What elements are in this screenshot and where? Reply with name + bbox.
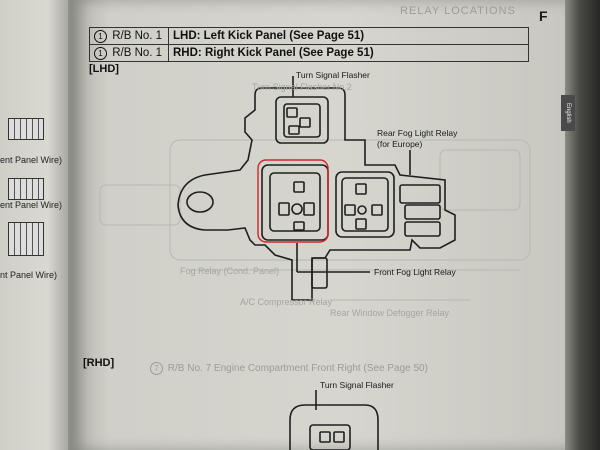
language-tab: English (561, 95, 575, 131)
rhd-turn-signal-flasher-label: Turn Signal Flasher (320, 380, 394, 390)
rhd-ghost-line: 7 R/B No. 7 Engine Compartment Front Rig… (150, 362, 428, 375)
ghost-text: Rear Window Defogger Relay (330, 308, 450, 318)
relay-block-location: LHD: Left Kick Panel (See Page 51) (168, 27, 529, 45)
left-fragment-2: ent Panel Wire) (0, 200, 63, 210)
circled-number: 1 (94, 46, 107, 60)
left-fragment-3: nt Panel Wire) (0, 270, 58, 280)
highlight-marker (257, 159, 329, 243)
rear-fog-light-relay-label: Rear Fog Light Relay (377, 128, 458, 138)
rhd-heading: [RHD] (83, 357, 115, 369)
relay-location-table: 1 R/B No. 1 LHD: Left Kick Panel (See Pa… (89, 27, 529, 62)
turn-signal-flasher-label: Turn Signal Flasher (296, 70, 370, 80)
left-page: ent Panel Wire) ent Panel Wire) nt Panel… (0, 0, 68, 450)
connector-figure (8, 222, 44, 256)
section-letter: F (539, 8, 548, 24)
table-row: 1 R/B No. 1 RHD: Right Kick Panel (See P… (89, 44, 529, 62)
left-fragment-1: ent Panel Wire) (0, 155, 63, 165)
rear-fog-light-relay-note: (for Europe) (377, 139, 423, 149)
page-title-ghost: RELAY LOCATIONS (400, 5, 516, 17)
relay-block-name: R/B No. 1 (112, 46, 163, 59)
ghost-text: A/C Compressor Relay (240, 297, 333, 307)
front-fog-light-relay-label: Front Fog Light Relay (374, 267, 456, 277)
ghost-text: Turn Signal Flasher No.2 (252, 82, 352, 92)
connector-figure (8, 178, 44, 200)
ghost-text: Fog Relay (Cond. Panel) (180, 266, 280, 276)
book-edge-right (565, 0, 600, 450)
lhd-heading: [LHD] (89, 63, 119, 75)
relay-block-name: R/B No. 1 (112, 29, 163, 42)
table-row: 1 R/B No. 1 LHD: Left Kick Panel (See Pa… (89, 27, 529, 45)
relay-block-location: RHD: Right Kick Panel (See Page 51) (168, 44, 529, 62)
connector-figure (8, 118, 44, 140)
circled-number: 1 (94, 29, 107, 43)
